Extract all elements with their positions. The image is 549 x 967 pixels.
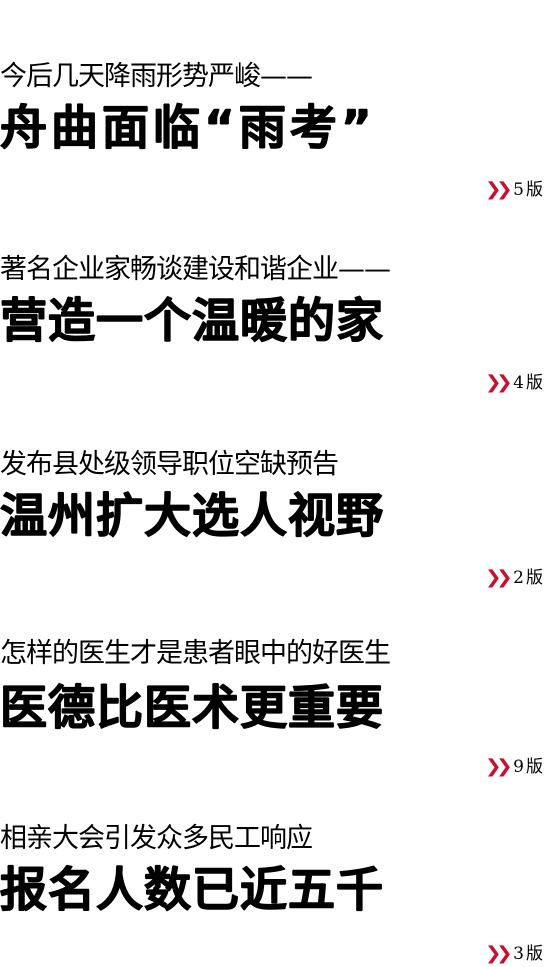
page-reference[interactable]: ❯❯ 3 版 xyxy=(484,943,543,965)
double-chevron-right-icon: ❯❯ xyxy=(484,567,513,588)
page-unit: 版 xyxy=(526,944,543,964)
page-reference[interactable]: ❯❯ 5 版 xyxy=(484,179,543,201)
story-headline: 温州扩大选人视野 xyxy=(0,489,384,544)
story-headline: 报名人数已近五千 xyxy=(0,863,384,918)
page-unit: 版 xyxy=(526,373,543,393)
page-reference[interactable]: ❯❯ 9 版 xyxy=(484,756,543,778)
page-number: 3 xyxy=(513,944,524,964)
story-5: 相亲大会引发众多民工响应 报名人数已近五千 ❯❯ 3 版 xyxy=(0,822,549,967)
double-chevron-right-icon: ❯❯ xyxy=(484,372,513,393)
page-unit: 版 xyxy=(526,180,543,200)
story-kicker: 怎样的医生才是患者眼中的好医生 xyxy=(0,638,391,669)
story-kicker: 相亲大会引发众多民工响应 xyxy=(0,823,313,854)
double-chevron-right-icon: ❯❯ xyxy=(484,179,513,200)
page-unit: 版 xyxy=(526,757,543,777)
story-2: 著名企业家畅谈建设和谐企业—— 营造一个温暖的家 ❯❯ 4 版 xyxy=(0,253,549,443)
page-unit: 版 xyxy=(526,568,543,588)
double-chevron-right-icon: ❯❯ xyxy=(484,943,513,964)
story-kicker: 发布县处级领导职位空缺预告 xyxy=(0,449,339,480)
story-headline: 营造一个温暖的家 xyxy=(0,294,384,349)
page-number: 5 xyxy=(513,180,524,200)
story-4: 怎样的医生才是患者眼中的好医生 医德比医术更重要 ❯❯ 9 版 xyxy=(0,637,549,827)
story-headline: 舟曲面临“雨考” xyxy=(0,101,376,156)
story-3: 发布县处级领导职位空缺预告 温州扩大选人视野 ❯❯ 2 版 xyxy=(0,448,549,638)
page-reference[interactable]: ❯❯ 4 版 xyxy=(484,372,543,394)
page-number: 2 xyxy=(513,568,524,588)
page-number: 9 xyxy=(513,757,524,777)
story-kicker: 今后几天降雨形势严峻—— xyxy=(0,61,313,92)
double-chevron-right-icon: ❯❯ xyxy=(484,756,513,777)
story-headline: 医德比医术更重要 xyxy=(0,681,384,736)
page-reference[interactable]: ❯❯ 2 版 xyxy=(484,567,543,589)
page-number: 4 xyxy=(513,373,524,393)
story-kicker: 著名企业家畅谈建设和谐企业—— xyxy=(0,254,391,285)
story-1: 今后几天降雨形势严峻—— 舟曲面临“雨考” ❯❯ 5 版 xyxy=(0,60,549,250)
